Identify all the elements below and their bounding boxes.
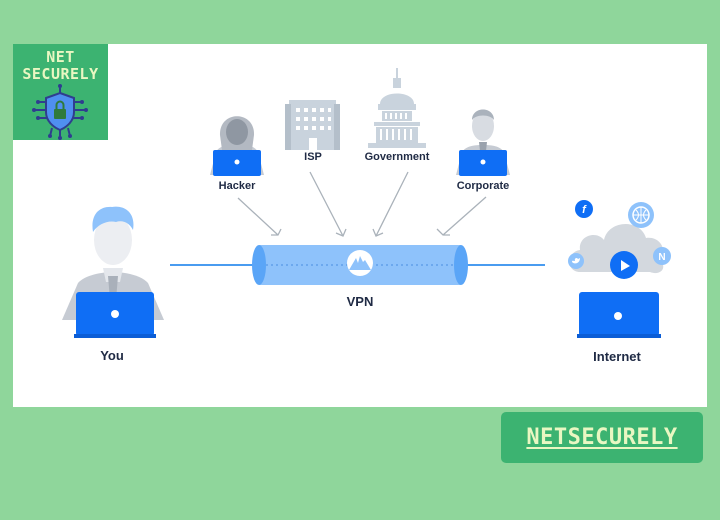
- isp-node: [285, 100, 340, 150]
- businessman-laptop-icon: [456, 109, 510, 176]
- arrow-isp: [309, 171, 347, 237]
- mountain-logo-icon: [347, 250, 373, 276]
- label-isp: ISP: [304, 151, 322, 163]
- netsecurely-link-label: NETSECURELY: [526, 425, 678, 450]
- diagram-panel: [13, 44, 707, 407]
- arrow-government: [372, 171, 409, 237]
- label-internet: Internet: [593, 349, 641, 364]
- building-icon: [285, 100, 340, 150]
- svg-text:N: N: [658, 252, 665, 263]
- threat-arrows: [237, 171, 487, 237]
- label-vpn: VPN: [346, 294, 374, 309]
- netflix-icon: [653, 247, 671, 265]
- person-laptop-icon: [62, 206, 164, 338]
- you-node: [62, 206, 164, 338]
- label-corporate: Corporate: [456, 180, 510, 192]
- hooded-person-laptop-icon: [210, 116, 264, 176]
- capitol-icon: [368, 68, 426, 148]
- label-you: You: [100, 348, 124, 363]
- government-node: [368, 68, 426, 148]
- netsecurely-link-button[interactable]: NETSECURELY: [501, 412, 703, 463]
- corporate-node: [456, 109, 510, 176]
- label-hacker: Hacker: [218, 180, 256, 192]
- vpn-tunnel: [252, 245, 468, 285]
- facebook-icon: [575, 200, 593, 218]
- svg-text:f: f: [582, 204, 587, 216]
- arrow-corporate: [436, 196, 487, 236]
- cloud-laptop-icon: f N: [568, 200, 671, 338]
- internet-node: f N: [568, 200, 671, 338]
- shield-lock-circuit-icon: [32, 84, 88, 140]
- logo: NET SECURELY: [13, 44, 108, 140]
- label-government: Government: [364, 151, 430, 163]
- hacker-node: [210, 116, 264, 176]
- arrow-hacker: [237, 197, 282, 236]
- logo-text-line1: NET: [46, 48, 75, 66]
- logo-text-line2: SECURELY: [22, 65, 99, 83]
